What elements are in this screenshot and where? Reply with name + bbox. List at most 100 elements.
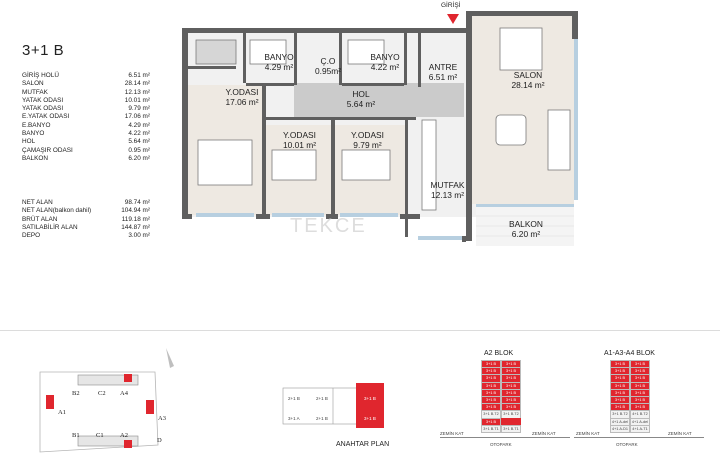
otopark-label: OTOPARK <box>490 442 512 447</box>
area-row: YATAK ODASI 9.79 m² <box>22 105 150 113</box>
area-row: NET ALAN(balkon dahil) 104.94 m² <box>22 207 150 215</box>
area-value: 3.00 m² <box>128 232 150 240</box>
area-name: MUTFAK <box>22 88 48 96</box>
key-plan-unit: 2+1 B <box>316 396 328 401</box>
area-name: ÇAMAŞIR ODASI <box>22 146 73 154</box>
ground-line <box>574 437 704 438</box>
area-name: DEPO <box>22 232 41 240</box>
a1-block-title: A1-A3-A4 BLOK <box>604 350 655 357</box>
site-label-c2: C2 <box>98 390 106 397</box>
area-row: ÇAMAŞIR ODASI 0.95 m² <box>22 147 150 155</box>
area-name: SATILABİLİR ALAN <box>22 223 78 231</box>
area-name: BRÜT ALAN <box>22 215 58 223</box>
area-value: 0.95 m² <box>128 146 150 154</box>
area-value: 17.06 m² <box>124 113 150 121</box>
site-label-a3: A3 <box>158 415 166 422</box>
area-value: 4.22 m² <box>128 130 150 138</box>
site-label-b2: B2 <box>72 390 80 397</box>
key-plan-unit: 3+1 B <box>364 396 376 401</box>
entrance-label: GİRİŞİ <box>441 2 461 9</box>
area-row: SALON 28.14 m² <box>22 80 150 88</box>
a2-block-title: A2 BLOK <box>484 350 514 357</box>
block-unit-cell: 4+1 A-T1 <box>630 424 650 434</box>
watermark-logo: TEKCE <box>290 215 367 237</box>
area-value: 6.20 m² <box>128 154 150 162</box>
block-unit-cell: 4+1 A-D1 <box>610 424 630 434</box>
area-row: MUTFAK 12.13 m² <box>22 89 150 97</box>
area-name: E.BANYO <box>22 121 51 129</box>
area-name: YATAK ODASI <box>22 96 64 104</box>
area-row: YATAK ODASI 10.01 m² <box>22 97 150 105</box>
area-value: 6.51 m² <box>128 72 150 79</box>
site-label-a1: A1 <box>58 409 66 416</box>
site-label-b1: B1 <box>72 432 80 439</box>
otopark-label: OTOPARK <box>616 442 638 447</box>
area-name: NET ALAN <box>22 199 53 206</box>
area-name: SALON <box>22 80 44 88</box>
site-label-a2: A2 <box>120 432 128 439</box>
key-plan-unit: 2+1 B <box>316 416 328 421</box>
window-glazing <box>196 35 578 240</box>
area-value: 104.94 m² <box>121 207 150 215</box>
area-row: E.YATAK ODASI 17.06 m² <box>22 113 150 121</box>
site-label-c1: C1 <box>96 432 104 439</box>
area-value: 5.64 m² <box>128 138 150 146</box>
area-name: GİRİŞ HOLÜ <box>22 72 59 79</box>
divider <box>0 330 720 331</box>
unit-type-title: 3+1 B <box>22 42 65 59</box>
furniture <box>195 27 571 211</box>
entrance-arrow <box>447 14 459 24</box>
area-row: BANYO 4.22 m² <box>22 130 150 138</box>
key-plan-unit: 3+1 B <box>364 416 376 421</box>
block-unit-cell: 3+1 B.T1 <box>481 424 501 434</box>
zemin-kat-label: ZEMİN KAT <box>668 431 692 436</box>
area-row: HOL 5.64 m² <box>22 138 150 146</box>
area-value: 4.29 m² <box>128 121 150 129</box>
area-value: 10.01 m² <box>124 96 150 104</box>
area-name: HOL <box>22 138 36 146</box>
area-row: DEPO 3.00 m² <box>22 232 150 240</box>
area-value: 119.18 m² <box>121 215 150 223</box>
balcony-hatching <box>476 215 574 237</box>
area-name: BANYO <box>22 130 45 138</box>
area-value: 9.79 m² <box>128 105 150 113</box>
walls <box>182 11 578 242</box>
key-plan-label: ANAHTAR PLAN <box>336 441 390 448</box>
key-plan-unit: 2+1 B <box>288 396 300 401</box>
room-area-table: GİRİŞ HOLÜ 6.51 m² SALON 28.14 m² MUTFAK 12.1… <box>22 72 150 163</box>
area-row: BRÜT ALAN 119.18 m² <box>22 216 150 224</box>
area-row: GİRİŞ HOLÜ 6.51 m² <box>22 72 150 80</box>
key-plan-unit: 3+1 A <box>288 416 300 421</box>
block-unit-cell: 3+1 B.T1 <box>501 424 521 434</box>
zemin-kat-label: ZEMİN KAT <box>532 431 556 436</box>
ground-line <box>440 437 570 438</box>
area-name: NET ALAN(balkon dahil) <box>22 207 92 215</box>
site-label-d: D <box>157 437 162 444</box>
area-name: YATAK ODASI <box>22 105 64 113</box>
site-label-a4: A4 <box>120 390 128 397</box>
zemin-kat-label: ZEMİN KAT <box>576 431 600 436</box>
area-name: E.YATAK ODASI <box>22 113 70 121</box>
hallway-floor <box>294 83 464 117</box>
zemin-kat-label: ZEMİN KAT <box>440 431 464 436</box>
block-unit-cell <box>501 417 521 426</box>
area-value: 28.14 m² <box>124 80 150 88</box>
area-value: 12.13 m² <box>124 88 150 96</box>
